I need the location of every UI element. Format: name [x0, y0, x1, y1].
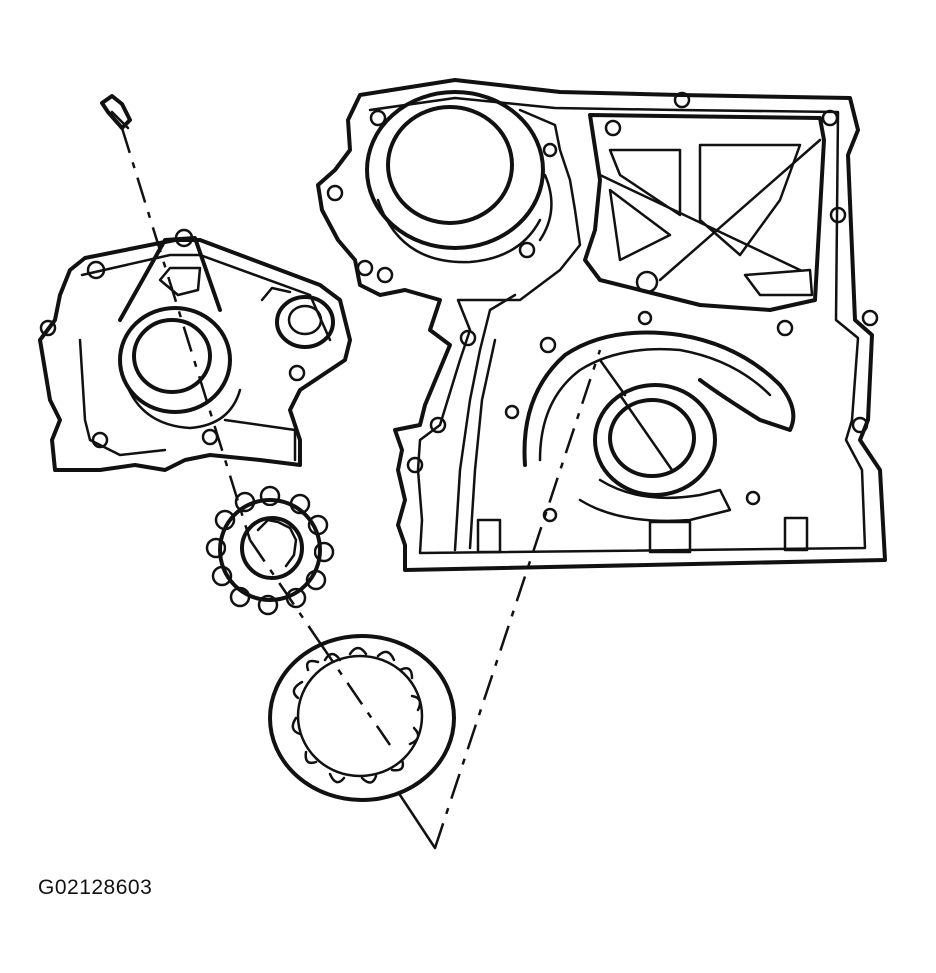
oil-pump-housing — [38, 228, 352, 472]
assembly-centerlines — [120, 127, 674, 850]
bolt — [100, 94, 132, 130]
front-cover — [316, 78, 887, 572]
cover-bolt-holes — [326, 91, 879, 523]
inner-rotor-gear — [205, 485, 335, 616]
figure-code: G02128603 — [38, 876, 153, 899]
outer-rotor-gear — [268, 634, 456, 802]
